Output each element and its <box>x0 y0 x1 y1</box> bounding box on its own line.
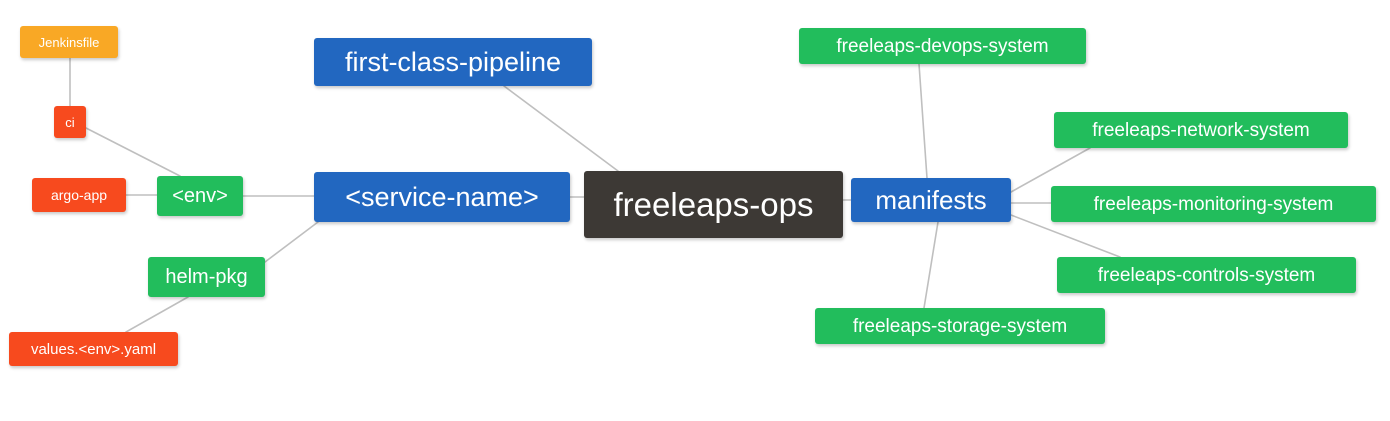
edge-manifests-storage <box>923 221 939 309</box>
node-freeleaps-network-system[interactable]: freeleaps-network-system <box>1054 112 1348 148</box>
node-service-name[interactable]: <service-name> <box>314 172 570 222</box>
edge-helmpkg-values <box>125 296 189 333</box>
node-label-ci: ci <box>65 114 75 130</box>
node-label-freeleaps-network-system: freeleaps-network-system <box>1092 119 1310 141</box>
node-freeleaps-monitoring-system[interactable]: freeleaps-monitoring-system <box>1051 186 1376 222</box>
node-label-freeleaps-devops-system: freeleaps-devops-system <box>836 35 1049 57</box>
node-label-freeleaps-monitoring-system: freeleaps-monitoring-system <box>1093 193 1334 215</box>
node-label-first-class-pipeline: first-class-pipeline <box>344 46 562 77</box>
node-label-service-name: <service-name> <box>345 181 539 212</box>
node-label-argo-app: argo-app <box>50 187 108 203</box>
edge-ci-env <box>85 127 181 177</box>
node-helm-pkg[interactable]: helm-pkg <box>148 257 265 297</box>
edge-manifests-network <box>1010 147 1091 193</box>
node-label-env: <env> <box>172 185 228 207</box>
node-freeleaps-controls-system[interactable]: freeleaps-controls-system <box>1057 257 1356 293</box>
node-label-freeleaps-storage-system: freeleaps-storage-system <box>852 315 1068 337</box>
node-label-manifests: manifests <box>875 185 987 215</box>
edge-pipeline-ops <box>503 85 619 172</box>
edge-servicename-helmpkg <box>264 221 319 263</box>
node-freeleaps-ops[interactable]: freeleaps-ops <box>584 171 843 238</box>
node-freeleaps-devops-system[interactable]: freeleaps-devops-system <box>799 28 1086 64</box>
node-argo-app[interactable]: argo-app <box>32 178 126 212</box>
node-jenkinsfile[interactable]: Jenkinsfile <box>20 26 118 58</box>
node-label-values-yaml: values.<env>.yaml <box>30 340 157 358</box>
edge-manifests-controls <box>1010 214 1121 258</box>
node-env[interactable]: <env> <box>157 176 243 216</box>
node-label-freeleaps-ops: freeleaps-ops <box>613 186 814 223</box>
node-label-jenkinsfile: Jenkinsfile <box>38 34 100 50</box>
node-manifests[interactable]: manifests <box>851 178 1011 222</box>
node-label-freeleaps-controls-system: freeleaps-controls-system <box>1097 264 1316 286</box>
node-label-helm-pkg: helm-pkg <box>165 266 248 288</box>
edge-manifests-devops <box>918 63 928 179</box>
node-freeleaps-storage-system[interactable]: freeleaps-storage-system <box>815 308 1105 344</box>
node-ci[interactable]: ci <box>54 106 86 138</box>
node-values-yaml[interactable]: values.<env>.yaml <box>9 332 178 366</box>
node-first-class-pipeline[interactable]: first-class-pipeline <box>314 38 592 86</box>
